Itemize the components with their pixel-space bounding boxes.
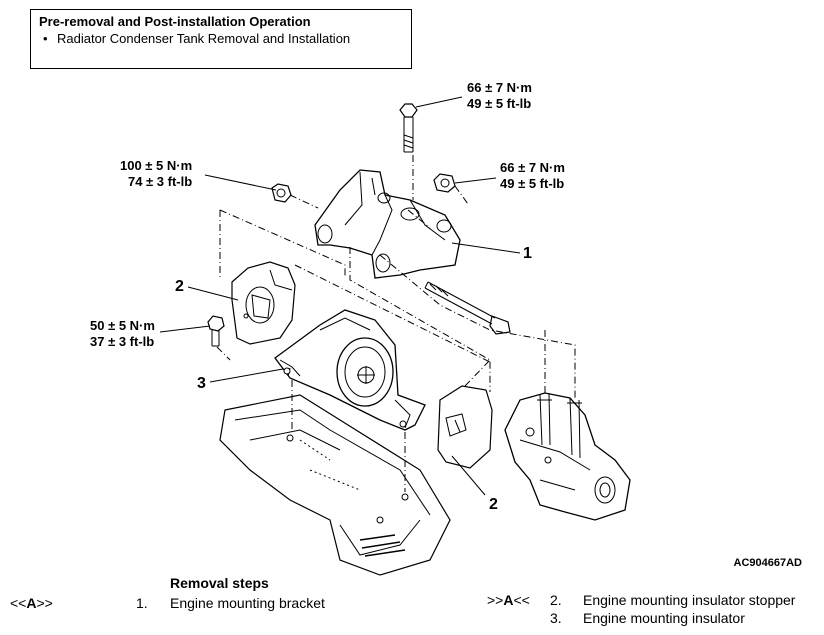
operation-box-title: Pre-removal and Post-installation Operat… [39,14,311,29]
bullet-icon: • [43,31,48,46]
top-bolt [399,103,418,153]
torque-label-small-bolt: 50 ± 5 N·m 37 ± 3 ft-lb [90,318,155,349]
step-1-text: Engine mounting bracket [170,595,325,611]
engine-mounting-insulator [274,309,426,431]
callout-2-right: 2 [489,496,498,513]
side-mount-bracket [504,392,631,521]
small-bolt [207,315,225,347]
callout-1: 1 [523,245,532,262]
pre-post-operation-box: Pre-removal and Post-installation Operat… [30,9,412,69]
through-bolt [424,281,511,335]
operation-box-item-text: Radiator Condenser Tank Removal and Inst… [57,31,351,46]
leader-lines [159,96,521,496]
step-2-text: Engine mounting insulator stopper [583,592,796,608]
service-mark-right: >>A<< [487,592,530,608]
callout-3: 3 [197,375,206,392]
alignment-lines [216,155,576,492]
step-2-number: 2. [550,592,562,608]
engine-mount-exploded-diagram [159,96,631,576]
step-1-number: 1. [136,595,148,611]
step-3-number: 3. [550,610,562,626]
body-frame-panel [219,394,451,576]
removal-steps-title: Removal steps [170,575,269,591]
insulator-stopper-right [437,385,493,469]
callout-2-left: 2 [175,278,184,295]
torque-label-right-nut: 66 ± 7 N·m 49 ± 5 ft-lb [500,160,565,191]
figure-reference-code: AC904667AD [733,557,802,569]
service-mark-left: <<A>> [10,595,53,611]
insulator-stopper-left [231,261,296,345]
nut-right [433,173,456,193]
engine-mounting-bracket [314,169,461,279]
nut-left [271,183,292,203]
step-3-text: Engine mounting insulator [583,610,745,626]
operation-box-item: • Radiator Condenser Tank Removal and Ins… [39,30,403,47]
torque-label-left-nut: 100 ± 5 N·m 74 ± 3 ft-lb [120,158,193,189]
torque-label-top-bolt: 66 ± 7 N·m 49 ± 5 ft-lb [467,80,532,111]
